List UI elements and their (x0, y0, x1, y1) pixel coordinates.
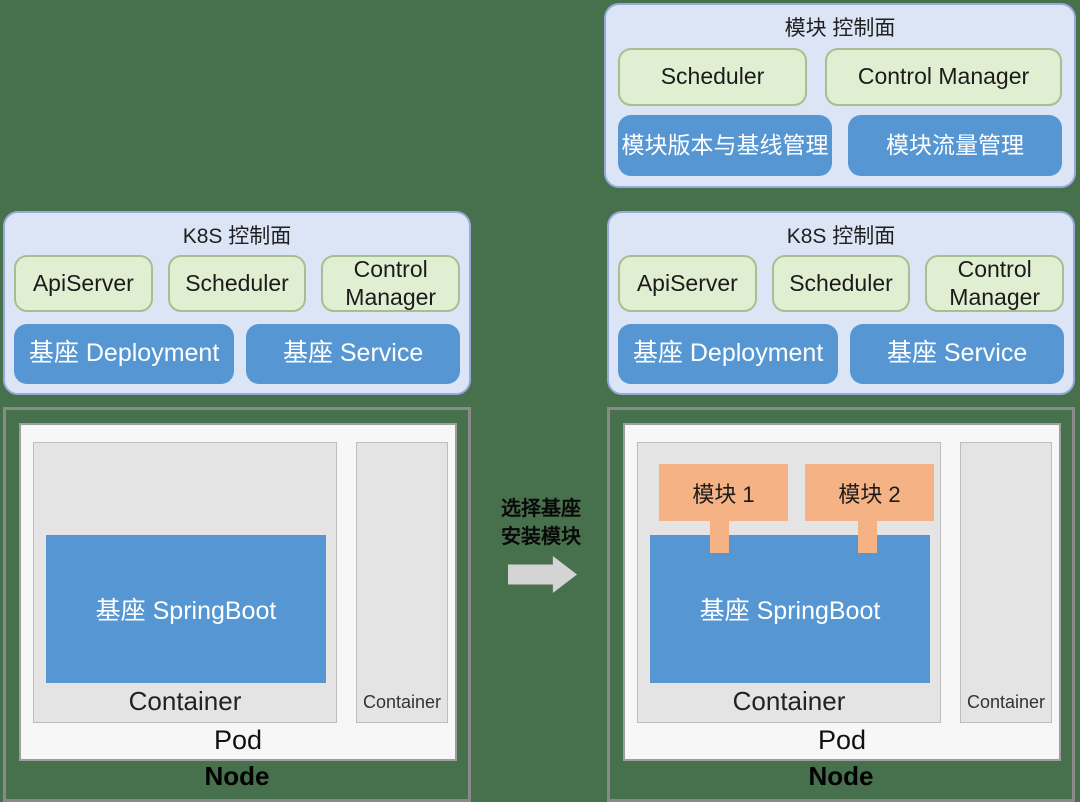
k8s-left-component-row: ApiServer Scheduler Control Manager (14, 255, 461, 312)
sidecar-container-left: Container (356, 442, 448, 723)
chip-apiserver-left: ApiServer (14, 255, 153, 312)
chip-module-traffic-mgmt: 模块流量管理 (848, 115, 1062, 176)
k8s-right-title: K8S 控制面 (786, 225, 896, 248)
chip-base-deployment-left: 基座 Deployment (14, 324, 235, 384)
chip-module-scheduler: Scheduler (618, 48, 807, 106)
chip-control-manager-left: Control Manager (321, 255, 461, 312)
chip-module-version-baseline-mgmt: 模块版本与基线管理 (618, 115, 832, 176)
k8s-control-plane-panel-right: K8S 控制面 ApiServer Scheduler Control Mana… (607, 211, 1075, 395)
chip-control-manager-right: Control Manager (925, 255, 1065, 312)
module-2-box: 模块 2 (805, 464, 934, 521)
k8s-right-component-row: ApiServer Scheduler Control Manager (618, 255, 1065, 312)
chip-base-deployment-right: 基座 Deployment (618, 324, 839, 384)
module-2-plug (858, 520, 877, 553)
chip-scheduler-left: Scheduler (167, 255, 307, 312)
sidecar-container-label-right: Container (966, 692, 1046, 712)
module-cp-component-row: Scheduler Control Manager (618, 48, 1062, 106)
module-control-plane-title: 模块 控制面 (784, 17, 896, 40)
main-container-label-right: Container (732, 686, 846, 716)
chip-scheduler-right: Scheduler (771, 255, 911, 312)
module-control-plane-panel: 模块 控制面 Scheduler Control Manager 模块版本与基线… (604, 3, 1076, 188)
pod-box-left: 基座 SpringBoot Container Container Pod (19, 423, 457, 761)
transition-caption-line2: 安装模块 (501, 525, 581, 548)
chip-module-control-manager: Control Manager (825, 48, 1062, 106)
module-1-plug (710, 520, 729, 553)
base-springboot-left: 基座 SpringBoot (46, 535, 326, 683)
module-1-box: 模块 1 (659, 464, 788, 521)
pod-label-left: Pod (213, 725, 263, 755)
pod-label-right: Pod (817, 725, 867, 755)
pod-box-right: 模块 1 模块 2 基座 SpringBoot Container Contai… (623, 423, 1061, 761)
sidecar-container-label-left: Container (362, 692, 442, 712)
chip-base-service-left: 基座 Service (246, 324, 460, 384)
k8s-left-title: K8S 控制面 (182, 225, 292, 248)
main-container-label-left: Container (128, 686, 242, 716)
node-box-left: 基座 SpringBoot Container Container Pod No… (3, 407, 471, 802)
k8s-left-resource-row: 基座 Deployment 基座 Service (14, 324, 460, 384)
arrow-right-icon (508, 556, 577, 593)
node-label-left: Node (204, 761, 270, 791)
node-label-right: Node (808, 761, 874, 791)
sidecar-container-right: Container (960, 442, 1052, 723)
node-box-right: 模块 1 模块 2 基座 SpringBoot Container Contai… (607, 407, 1075, 802)
module-cp-manager-row: 模块版本与基线管理 模块流量管理 (618, 115, 1062, 176)
chip-apiserver-right: ApiServer (618, 255, 757, 312)
chip-base-service-right: 基座 Service (850, 324, 1064, 384)
base-springboot-right: 基座 SpringBoot (650, 535, 930, 683)
k8s-control-plane-panel-left: K8S 控制面 ApiServer Scheduler Control Mana… (3, 211, 471, 395)
transition-caption-line1: 选择基座 (501, 498, 581, 520)
k8s-right-resource-row: 基座 Deployment 基座 Service (618, 324, 1064, 384)
main-container-left: 基座 SpringBoot Container (33, 442, 337, 723)
transition-caption: 选择基座 安装模块 (475, 496, 607, 551)
main-container-right: 模块 1 模块 2 基座 SpringBoot Container (637, 442, 941, 723)
